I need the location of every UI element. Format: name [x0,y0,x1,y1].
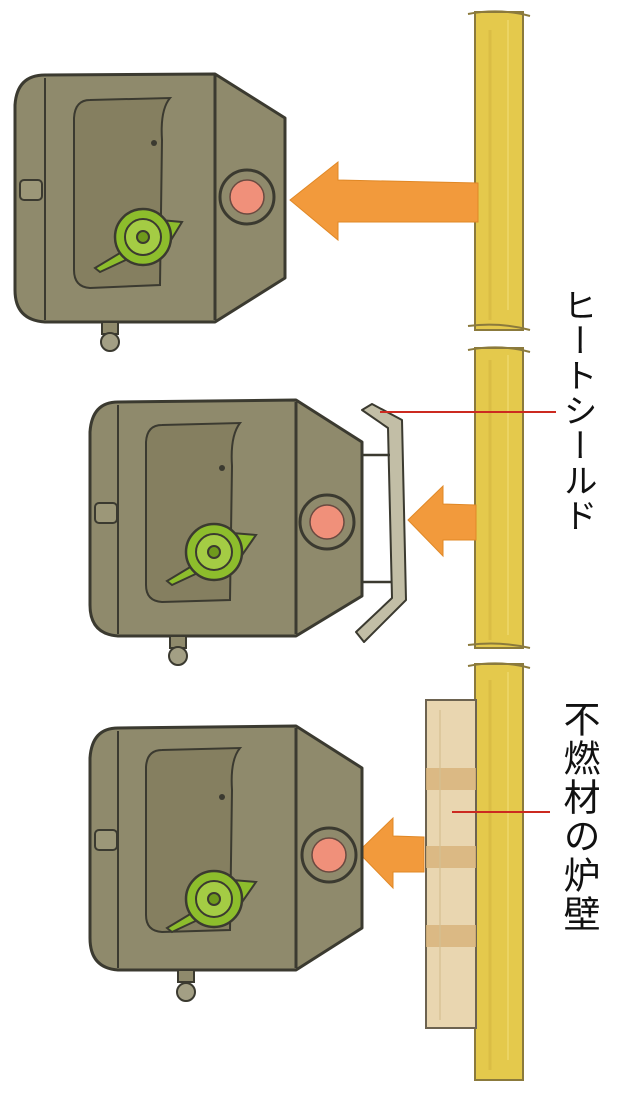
wood-stove-icon [88,724,364,1002]
flue-pipe-icon [218,168,276,226]
wood-stove-icon [13,72,287,352]
scene-no-protection [13,10,531,352]
noncombustible-wall-label: 不燃材の炉壁 [557,700,600,934]
wall-icon [467,346,531,649]
heat-arrow-icon [407,484,477,558]
heat-arrow-icon [357,816,425,890]
wood-stove-icon [88,398,364,666]
wall-icon [467,662,531,1081]
kettle-icon [165,869,258,934]
flue-pipe-icon [300,826,358,884]
wall-icon [467,10,531,331]
kettle-icon [93,207,184,274]
kettle-icon [165,522,258,587]
scene-noncombustible-wall [88,662,550,1081]
flue-pipe-icon [298,493,356,551]
heat-arrow-icon [289,160,479,242]
scene-heat-shield [88,346,556,666]
heat-shield-label: ヒートシールド [557,288,597,533]
brick-wall-icon [425,699,477,1029]
heat-shield-icon [355,403,407,643]
